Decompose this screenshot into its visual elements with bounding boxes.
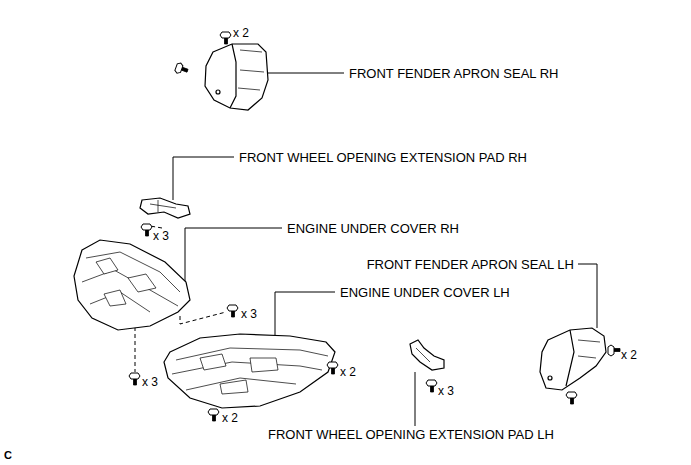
part-name: FRONT FENDER APRON SEAL LH bbox=[367, 257, 574, 272]
part-name: FRONT WHEEL OPENING EXTENSION PAD RH bbox=[239, 150, 527, 165]
part-name: FRONT FENDER APRON SEAL RH bbox=[349, 66, 558, 81]
quantity-label: x 2 bbox=[340, 365, 356, 380]
part-name: ENGINE UNDER COVER RH bbox=[287, 221, 459, 236]
part-name: ENGINE UNDER COVER LH bbox=[340, 285, 510, 300]
quantity-label: x 2 bbox=[222, 411, 238, 426]
quantity-label: x 2 bbox=[233, 26, 249, 41]
quantity-label: x 3 bbox=[153, 229, 169, 244]
part-name: FRONT WHEEL OPENING EXTENSION PAD LH bbox=[268, 427, 554, 442]
quantity-label: x 3 bbox=[241, 307, 257, 322]
quantity-label: x 2 bbox=[621, 348, 637, 363]
figure-code: C bbox=[4, 448, 12, 463]
quantity-label: x 3 bbox=[438, 384, 454, 399]
quantity-label: x 3 bbox=[142, 375, 158, 390]
